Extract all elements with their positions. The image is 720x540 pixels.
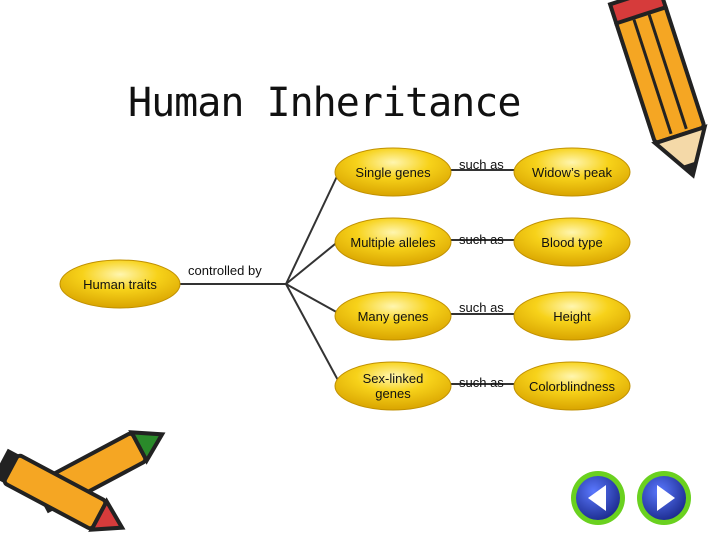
example-label-4: Colorblindness [529, 378, 615, 394]
example-label-3: Height [553, 308, 591, 324]
previous-slide-icon [588, 485, 606, 511]
example-label-1: Widow’s peak [532, 164, 612, 180]
example-oval-3 [513, 291, 631, 341]
cause-label-4: Sex-linked genes [362, 371, 424, 401]
cause-oval-2 [334, 217, 452, 267]
link-label-4: such as [459, 375, 504, 390]
next-slide-button[interactable] [637, 471, 691, 525]
cause-label-2: Multiple alleles [350, 234, 436, 250]
link-label-3: such as [459, 300, 504, 315]
page-title: Human Inheritance [128, 80, 521, 126]
connector-label: controlled by [188, 263, 262, 278]
link-label-2: such as [459, 232, 504, 247]
cause-oval-3 [334, 291, 452, 341]
example-label-2: Blood type [541, 234, 603, 250]
previous-slide-button[interactable] [571, 471, 625, 525]
cause-label-3: Many genes [357, 308, 429, 324]
connector-lines [178, 169, 518, 385]
cause-ovals [334, 147, 452, 411]
example-ovals [513, 147, 631, 411]
next-slide-icon [657, 485, 675, 511]
example-oval-2 [513, 217, 631, 267]
example-oval-1 [513, 147, 631, 197]
pencil-icon [607, 0, 708, 179]
example-oval-4 [513, 361, 631, 411]
cause-oval-1 [334, 147, 452, 197]
cause-label-1: Single genes [355, 164, 431, 180]
crayons-icon [0, 430, 166, 532]
root-oval [59, 259, 181, 309]
root-label: Human traits [83, 276, 157, 292]
cause-oval-4 [334, 361, 452, 411]
link-label-1: such as [459, 157, 504, 172]
